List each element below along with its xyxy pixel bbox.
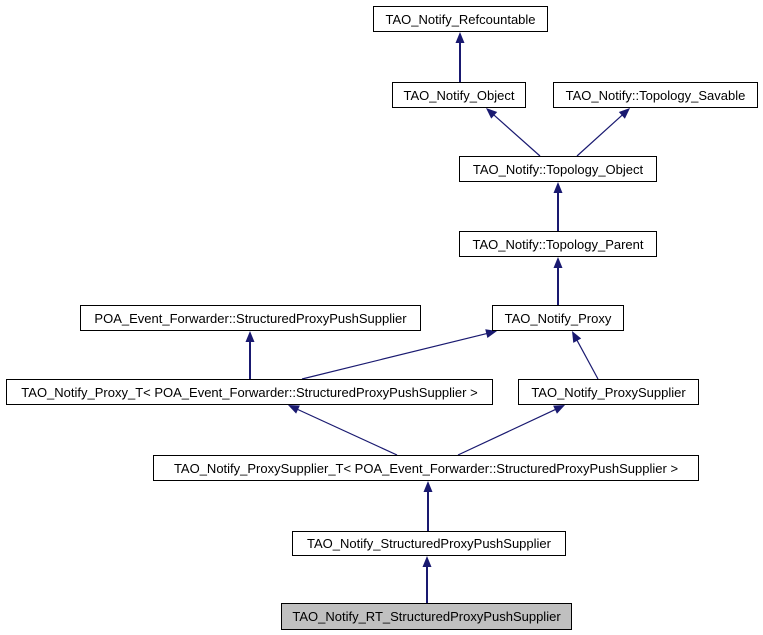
class-node-label: TAO_Notify_ProxySupplier_T< POA_Event_Fo… <box>173 460 679 476</box>
inherits-edge-proxy-supplier-to-proxy <box>572 331 599 380</box>
class-node-savable[interactable]: TAO_Notify::Topology_Savable <box>553 82 758 108</box>
class-node-label: POA_Event_Forwarder::StructuredProxyPush… <box>94 310 407 326</box>
arrowhead-icon <box>553 182 563 193</box>
class-node-label: TAO_Notify::Topology_Object <box>472 161 644 177</box>
inherits-edge-proxy-supplier-t-to-proxy-supplier <box>457 405 565 456</box>
class-node-proxy-supplier-t[interactable]: TAO_Notify_ProxySupplier_T< POA_Event_Fo… <box>153 455 699 481</box>
arrowhead-icon <box>455 32 465 43</box>
inherits-edge-proxy-supplier-t-to-proxy-t <box>288 405 398 456</box>
arrowhead-icon <box>486 108 498 119</box>
class-node-refcountable[interactable]: TAO_Notify_Refcountable <box>373 6 548 32</box>
class-node-label: TAO_Notify_Object <box>403 87 515 103</box>
inherits-edge-topology-object-to-savable <box>576 108 630 157</box>
arrowhead-icon <box>553 257 563 268</box>
class-node-topology-object[interactable]: TAO_Notify::Topology_Object <box>459 156 657 182</box>
inherits-edge-rt-structured-to-structured <box>422 556 432 603</box>
arrowhead-icon <box>422 556 432 567</box>
arrowhead-icon <box>288 405 300 414</box>
class-node-label: TAO_Notify_ProxySupplier <box>531 384 686 400</box>
class-node-poa-structured[interactable]: POA_Event_Forwarder::StructuredProxyPush… <box>80 305 421 331</box>
class-node-label: TAO_Notify_RT_StructuredProxyPushSupplie… <box>292 609 561 624</box>
class-node-proxy-t[interactable]: TAO_Notify_Proxy_T< POA_Event_Forwarder:… <box>6 379 493 405</box>
arrowhead-icon <box>553 405 565 414</box>
class-node-proxy-supplier[interactable]: TAO_Notify_ProxySupplier <box>518 379 699 405</box>
inherits-edge-proxy-t-to-proxy <box>301 329 497 380</box>
arrowhead-icon <box>572 331 582 343</box>
class-node-proxy[interactable]: TAO_Notify_Proxy <box>492 305 624 331</box>
class-node-label: TAO_Notify_StructuredProxyPushSupplier <box>307 536 551 551</box>
inherits-edge-object-to-refcountable <box>455 32 465 82</box>
class-node-label: TAO_Notify_Refcountable <box>385 11 536 27</box>
inherits-edge-structured-to-proxy-supplier-t <box>423 481 433 531</box>
inherits-edge-topology-parent-to-topology-object <box>553 182 563 231</box>
class-node-topology-parent[interactable]: TAO_Notify::Topology_Parent <box>459 231 657 257</box>
class-node-label: TAO_Notify::Topology_Savable <box>565 87 746 103</box>
arrowhead-icon <box>245 331 255 342</box>
class-node-label: TAO_Notify_Proxy_T< POA_Event_Forwarder:… <box>21 384 478 400</box>
class-node-label: TAO_Notify::Topology_Parent <box>472 236 644 252</box>
arrowhead-icon <box>423 481 433 492</box>
class-node-object[interactable]: TAO_Notify_Object <box>392 82 526 108</box>
inherits-edge-proxy-to-topology-parent <box>553 257 563 305</box>
inherits-edge-proxy-t-to-poa-structured <box>245 331 255 379</box>
inherits-edge-topology-object-to-object <box>486 108 541 157</box>
class-node-label: TAO_Notify_Proxy <box>504 310 612 326</box>
class-node-structured[interactable]: TAO_Notify_StructuredProxyPushSupplier <box>292 531 566 556</box>
arrowhead-icon <box>618 108 630 119</box>
class-node-rt-structured: TAO_Notify_RT_StructuredProxyPushSupplie… <box>281 603 572 630</box>
